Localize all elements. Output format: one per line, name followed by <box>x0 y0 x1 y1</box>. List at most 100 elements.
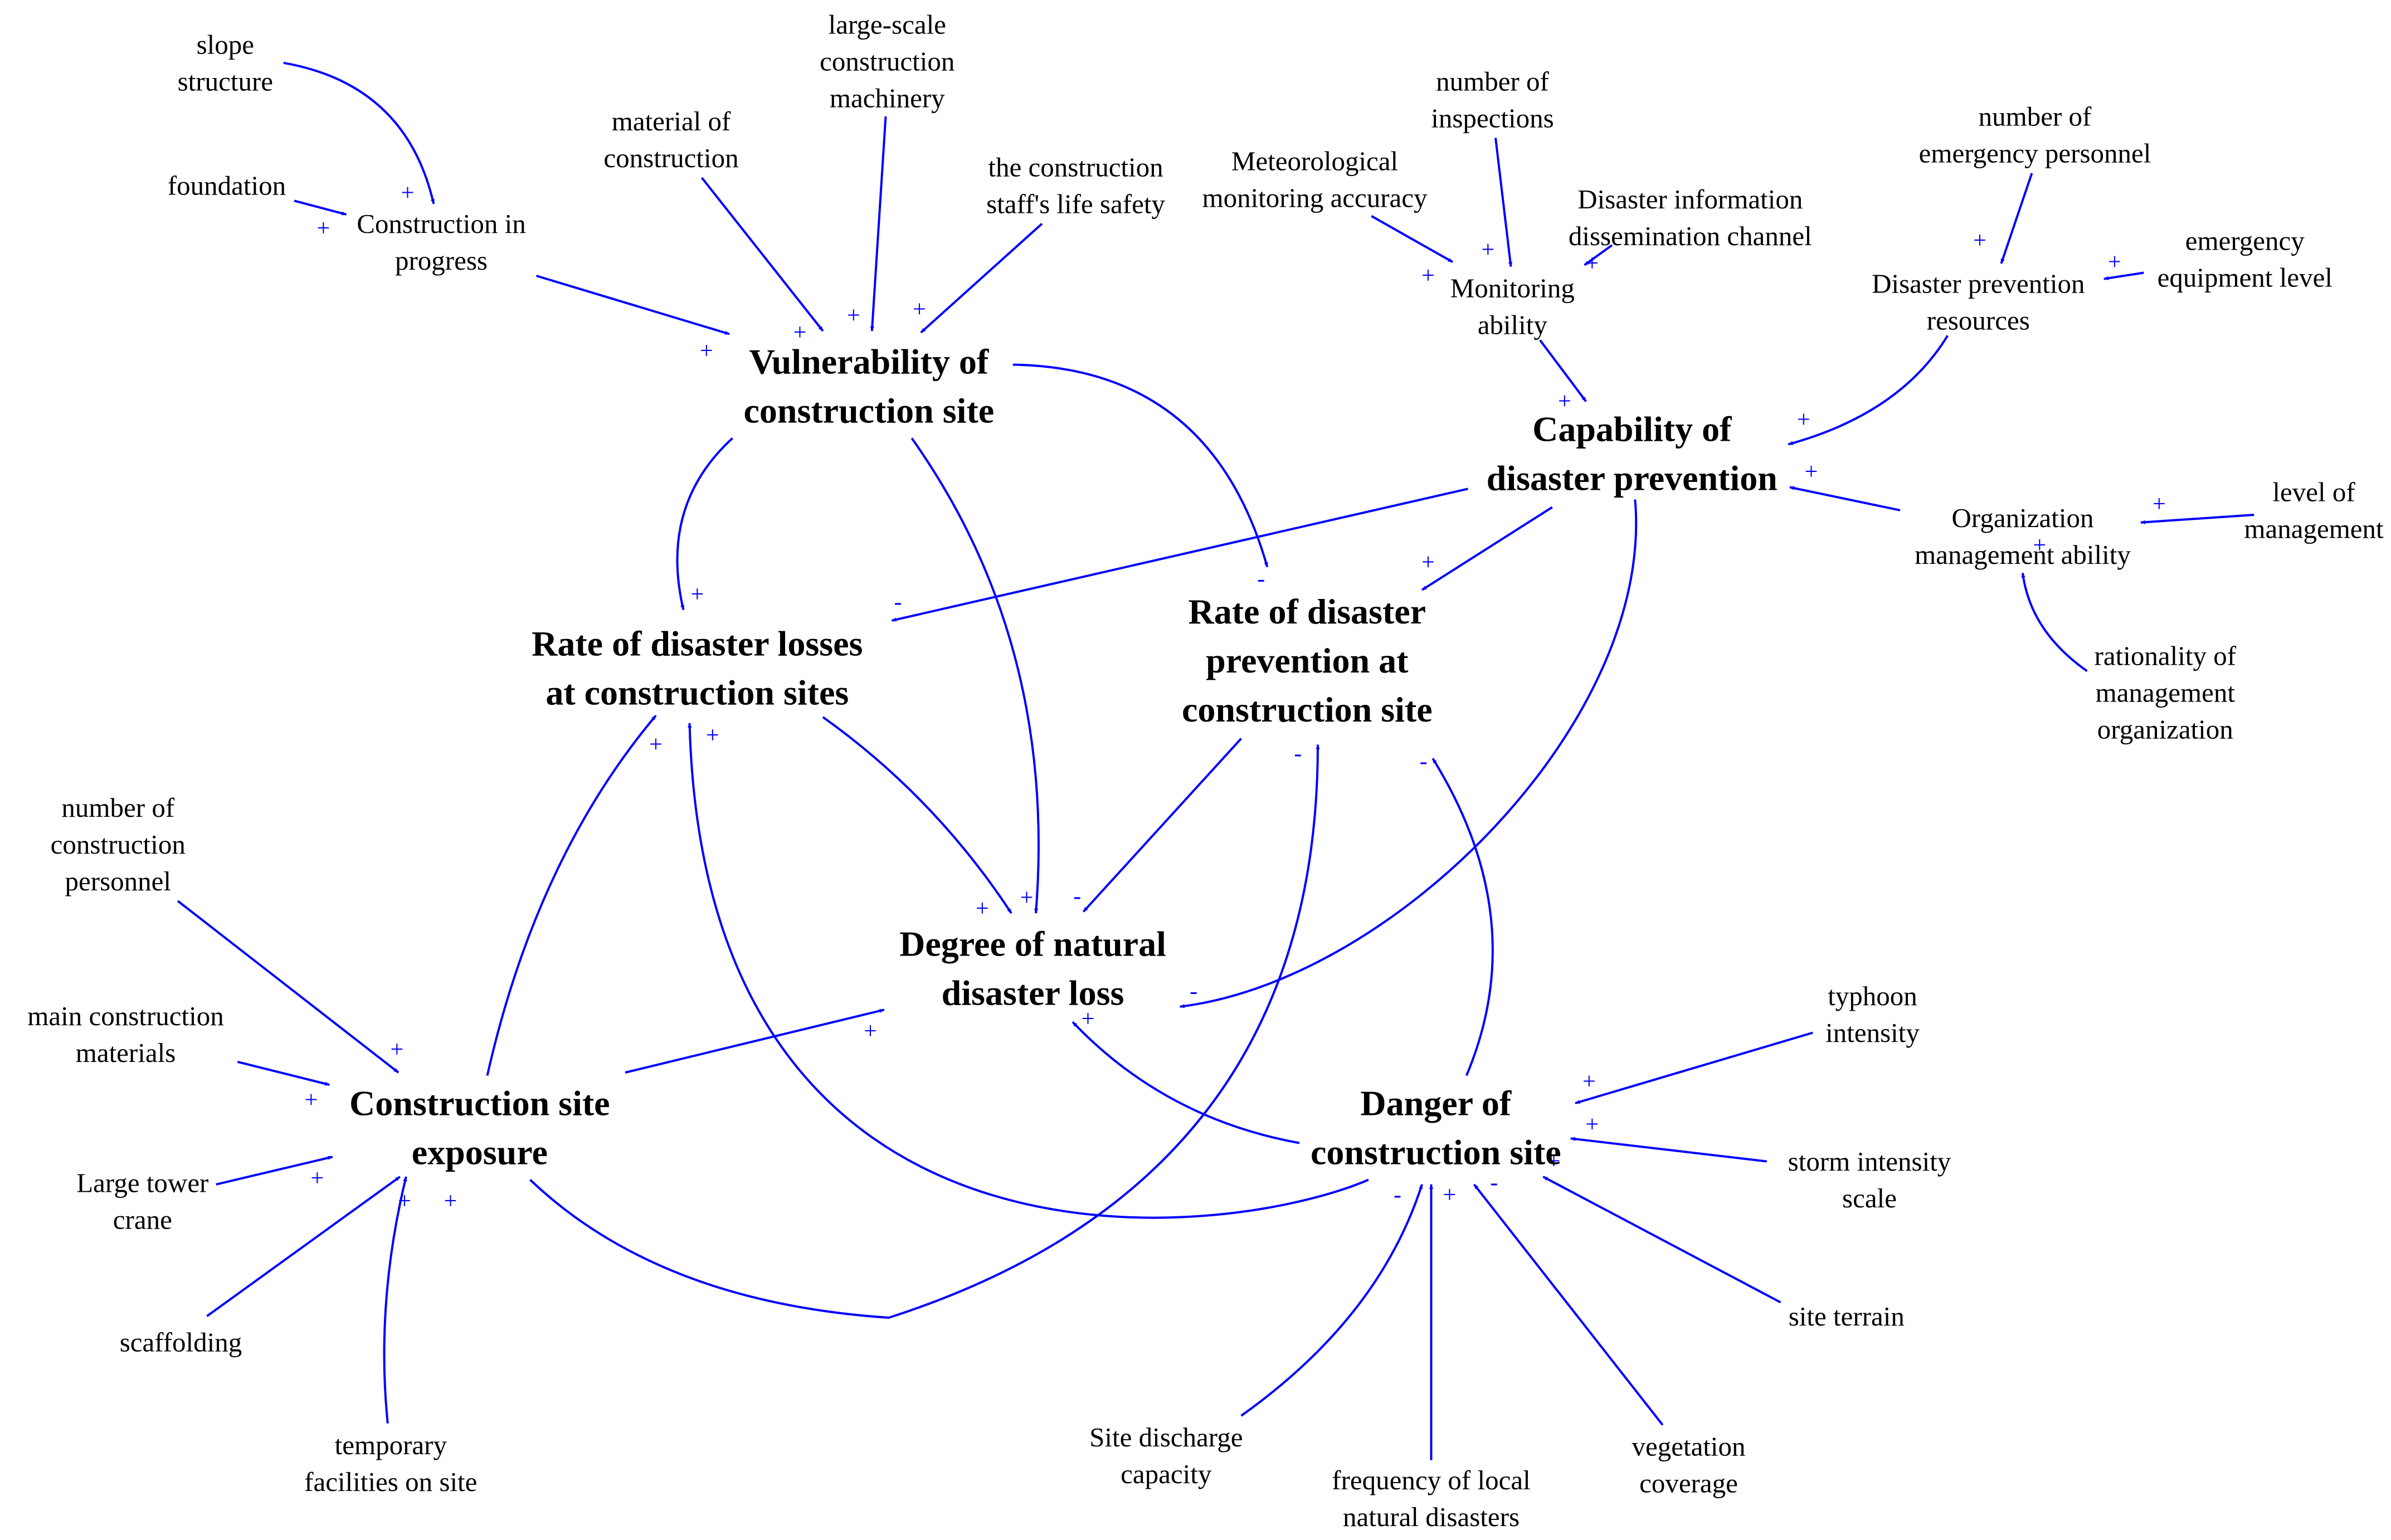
link-polarity-label: + <box>1082 1006 1095 1032</box>
links-layer: ++++++++++++++++++--+-+-+++++++-++-+++-+… <box>177 61 2254 1460</box>
link-level-of-management-to-org-ability: + <box>2140 491 2254 524</box>
link-info-channel-to-monitoring-ability: + <box>1584 244 1613 276</box>
link-polarity-label: + <box>316 216 330 241</box>
node-rate-prevention: Rate of disaster prevention at constructio… <box>1182 592 1433 729</box>
node-label-line: Degree of natural <box>899 924 1166 964</box>
link-polarity-label: + <box>793 320 807 345</box>
node-level-of-management: level of management <box>2244 476 2384 544</box>
node-label-line: management <box>2096 678 2236 708</box>
node-label-line: inspections <box>1431 103 1554 133</box>
link-arrow <box>383 1176 407 1424</box>
link-arrow <box>1584 244 1613 266</box>
node-label-line: crane <box>113 1205 172 1235</box>
link-capability-to-rate-prevention: + <box>1421 506 1553 591</box>
node-label-line: disaster loss <box>942 973 1124 1013</box>
node-label-line: Vulnerability of <box>749 342 988 382</box>
link-arrow <box>283 61 435 204</box>
node-label-line: Rate of disaster <box>1189 592 1426 631</box>
link-discharge-to-danger: - <box>1240 1182 1423 1417</box>
link-arrow <box>1371 215 1453 264</box>
link-arrow <box>1494 138 1513 267</box>
node-label-line: Meteorological <box>1231 145 1398 176</box>
node-label-line: monitoring accuracy <box>1202 182 1428 213</box>
node-label-line: prevention at <box>1206 641 1409 680</box>
node-label-line: site terrain <box>1789 1301 1905 1332</box>
node-label-line: large-scale <box>829 9 946 40</box>
link-arrow <box>529 744 1320 1319</box>
node-label-line: level of <box>2272 476 2355 507</box>
node-label-line: Rate of disaster losses <box>532 624 863 664</box>
link-exposure-to-rate-losses: + <box>486 715 663 1076</box>
link-polarity-label: + <box>864 1018 877 1044</box>
link-arrow <box>700 177 824 332</box>
link-polarity-label: + <box>1797 407 1810 433</box>
node-label-line: storm intensity <box>1788 1146 1951 1177</box>
link-construction-personnel-to-exposure: + <box>177 900 403 1074</box>
link-temporary-facilities-to-exposure: + <box>383 1176 457 1424</box>
link-capability-to-rate-losses: - <box>891 488 1468 622</box>
node-label-line: resources <box>1927 305 2030 335</box>
node-label-line: rationality of <box>2095 641 2237 671</box>
link-polarity-label: + <box>1421 549 1435 575</box>
link-arrow <box>177 900 400 1074</box>
node-label-line: typhoon <box>1828 981 1917 1011</box>
link-staff-life-safety-to-vulnerability: + <box>913 223 1043 334</box>
node-label-line: ability <box>1478 310 1548 340</box>
link-polarity-label: + <box>1020 885 1034 911</box>
link-emergency-personnel-to-prevention-resources: + <box>1973 173 2033 264</box>
node-label-line: equipment level <box>2158 262 2332 293</box>
node-label-line: construction site <box>1182 690 1433 729</box>
node-label-line: construction <box>820 46 955 77</box>
link-arrow <box>2140 514 2254 524</box>
link-polarity-label: + <box>1443 1182 1457 1208</box>
link-arrow <box>1575 1031 1813 1104</box>
link-local-disasters-to-danger: + <box>1429 1182 1457 1460</box>
link-arrow <box>688 723 1369 1219</box>
link-polarity-label: - <box>1420 749 1428 774</box>
node-label-line: organization <box>2097 714 2233 745</box>
link-capability-to-degree-loss: - <box>1179 499 1638 1008</box>
node-label-line: staff's life safety <box>986 188 1165 219</box>
link-arrow <box>920 223 1043 334</box>
link-danger-to-rate-prevention: - <box>1420 749 1494 1076</box>
link-polarity-label: + <box>913 297 926 323</box>
node-foundation: foundation <box>168 170 286 201</box>
link-arrow <box>1179 499 1638 1008</box>
link-arrow <box>206 1176 401 1317</box>
node-label-line: frequency of local <box>1332 1465 1530 1495</box>
link-vulnerability-to-rate-prevention: - <box>1012 363 1269 592</box>
link-vegetation-to-danger: - <box>1473 1170 1664 1426</box>
node-label-line: coverage <box>1639 1468 1738 1499</box>
link-polarity-label: + <box>1481 237 1494 262</box>
link-arrow <box>625 1008 885 1074</box>
node-label-line: number of <box>61 792 174 823</box>
link-polarity-label: + <box>700 338 713 364</box>
node-scaffolding: scaffolding <box>120 1327 242 1358</box>
link-polarity-label: + <box>2033 533 2046 558</box>
link-polarity-label: - <box>894 589 902 615</box>
link-polarity-label: + <box>706 723 719 748</box>
link-polarity-label: + <box>2108 249 2121 275</box>
link-polarity-label: - <box>1190 978 1197 1004</box>
link-polarity-label: + <box>1547 1149 1561 1175</box>
node-label-line: foundation <box>168 170 286 201</box>
node-label-line: management <box>2244 513 2384 544</box>
link-arrow <box>1788 335 1949 446</box>
link-large-scale-machinery-to-vulnerability: + <box>847 116 887 332</box>
link-arrow <box>676 437 733 611</box>
link-vulnerability-to-degree-loss: + <box>910 437 1040 914</box>
link-polarity-label: + <box>1805 459 1818 485</box>
